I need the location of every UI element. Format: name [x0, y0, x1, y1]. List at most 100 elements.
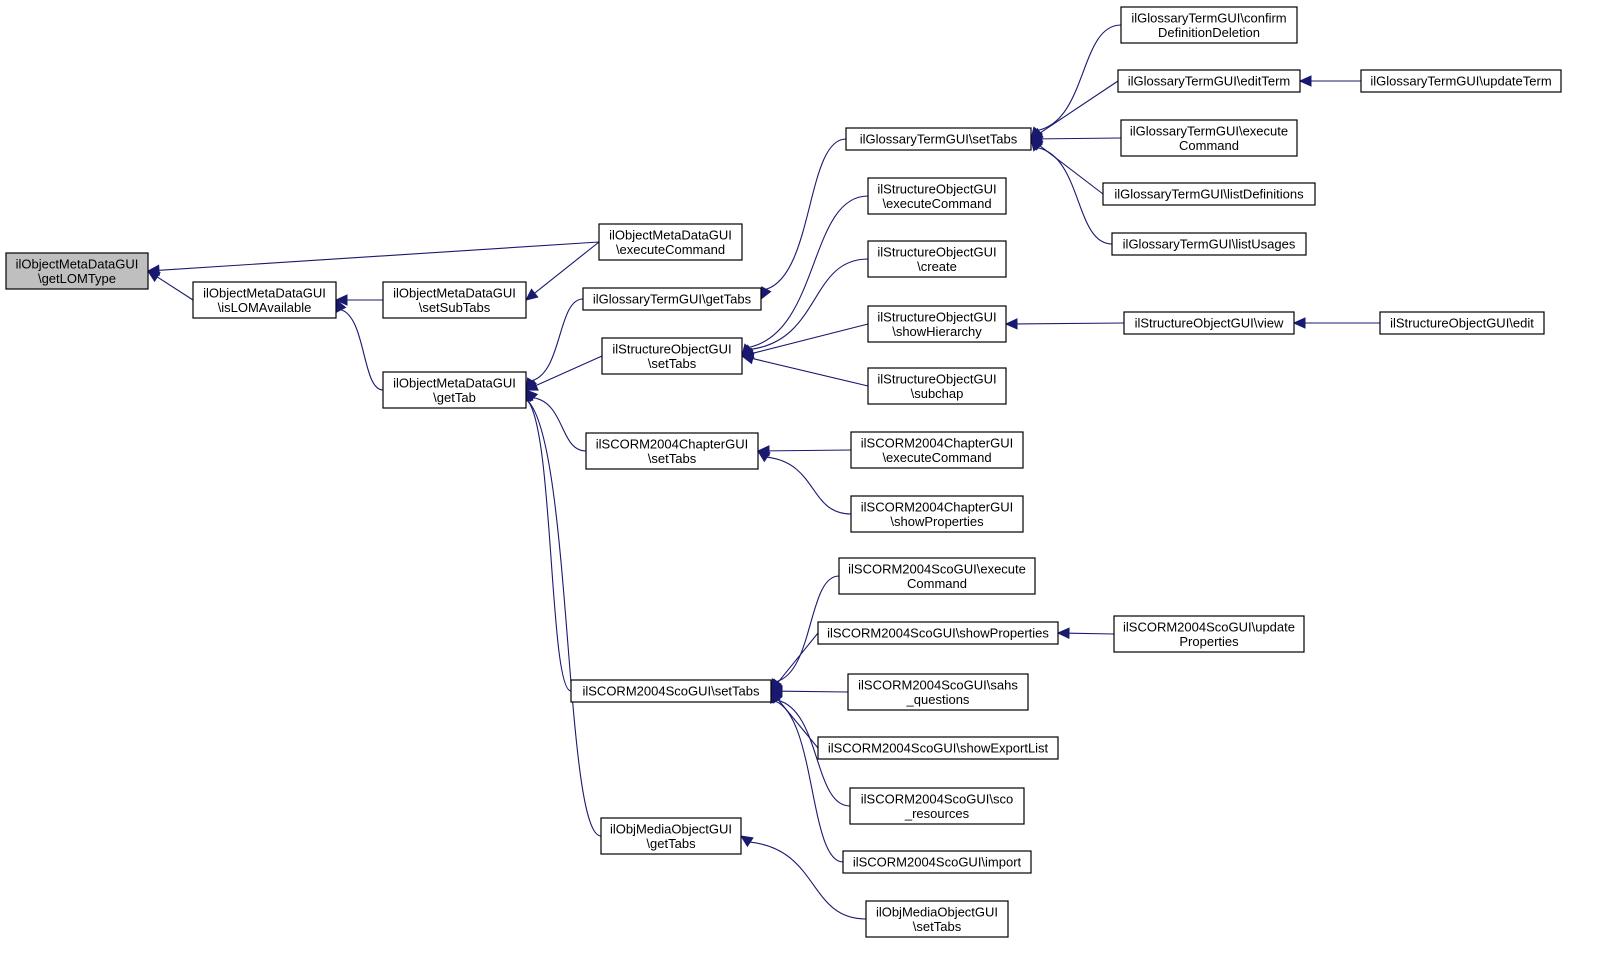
node-label: Properties: [1179, 634, 1239, 649]
node-box: [585, 432, 759, 470]
node-label: ilStructureObjectGUI: [877, 181, 996, 196]
edge-line: [527, 400, 572, 692]
node-sco-execute-command[interactable]: ilSCORM2004ScoGUI\executeCommand: [838, 557, 1036, 595]
edge-line: [750, 258, 869, 350]
node-label: ilStructureObjectGUI: [877, 309, 996, 324]
edge-gt-edit-term-to-gt-set-tabs: [1029, 80, 1119, 140]
edge-line: [1037, 147, 1113, 245]
node-label: ilSCORM2004ChapterGUI: [861, 435, 1013, 450]
node-box: [847, 673, 1029, 711]
node-label: \setTabs: [648, 356, 697, 371]
node-label: ilSCORM2004ScoGUI\sco: [861, 791, 1013, 806]
edge-is-lomavailable-to-get-lomtype: [146, 270, 194, 301]
node-label: \isLOMAvailable: [218, 300, 312, 315]
edge-so-show-hierarchy-to-so-set-tabs: [740, 323, 869, 359]
node-box: [850, 495, 1024, 533]
node-label: \getTabs: [646, 836, 696, 851]
node-sco-show-export-list[interactable]: ilSCORM2004ScoGUI\showExportList: [817, 736, 1059, 760]
node-label: ilGlossaryTermGUI\execute: [1130, 123, 1288, 138]
edge-line: [768, 449, 852, 452]
node-label: \setSubTabs: [419, 300, 491, 315]
node-gt-edit-term[interactable]: ilGlossaryTermGUI\editTerm: [1117, 69, 1301, 93]
node-sco-show-properties[interactable]: ilSCORM2004ScoGUI\showProperties: [817, 621, 1059, 645]
edge-sco-sahs-to-sco-set-tabs: [769, 685, 849, 697]
node-gt-execute-command[interactable]: ilGlossaryTermGUI\executeCommand: [1120, 119, 1298, 157]
node-mo-set-tabs[interactable]: ilObjMediaObjectGUI\setTabs: [865, 900, 1009, 938]
node-box: [1102, 182, 1316, 206]
node-set-sub-tabs[interactable]: ilObjectMetaDataGUI\setSubTabs: [382, 281, 527, 319]
node-label: ilSCORM2004ScoGUI\showExportList: [828, 741, 1049, 756]
edge-line: [752, 358, 869, 387]
node-gt-set-tabs[interactable]: ilGlossaryTermGUI\setTabs: [845, 127, 1032, 151]
node-box: [600, 817, 742, 855]
edge-gt-list-definitions-to-gt-set-tabs: [1030, 138, 1104, 195]
edge-arrowhead: [740, 353, 755, 365]
node-get-tab[interactable]: ilObjectMetaDataGUI\getTab: [382, 371, 527, 409]
edge-line: [533, 397, 587, 452]
node-label: \executeCommand: [616, 242, 725, 257]
node-box: [192, 281, 337, 319]
edge-line: [767, 456, 852, 515]
node-label: ilGlossaryTermGUI\editTerm: [1128, 74, 1291, 89]
node-box: [845, 127, 1032, 151]
node-box: [382, 281, 527, 319]
node-gt-list-usages[interactable]: ilGlossaryTermGUI\listUsages: [1111, 232, 1307, 256]
node-so-create[interactable]: ilStructureObjectGUI\create: [867, 240, 1007, 278]
node-sco-resources[interactable]: ilSCORM2004ScoGUI\sco_resources: [849, 787, 1025, 825]
edge-ch-show-properties-to-ch-set-tabs: [756, 450, 852, 515]
node-so-show-hierarchy[interactable]: ilStructureObjectGUI\showHierarchy: [867, 305, 1007, 343]
node-so-view[interactable]: ilStructureObjectGUI\view: [1123, 311, 1295, 335]
node-box: [867, 177, 1007, 215]
edge-sco-update-properties-to-sco-show-properties: [1056, 627, 1115, 639]
node-so-execute-command[interactable]: ilStructureObjectGUI\executeCommand: [867, 177, 1007, 215]
node-gt-confirm[interactable]: ilGlossaryTermGUI\confirmDefinitionDelet…: [1120, 6, 1298, 44]
edge-arrowhead: [334, 294, 348, 306]
edge-line: [534, 241, 600, 294]
edge-line: [777, 699, 851, 807]
node-mo-get-tabs[interactable]: ilObjMediaObjectGUI\getTabs: [600, 817, 742, 855]
node-gt-update-term[interactable]: ilGlossaryTermGUI\updateTerm: [1360, 69, 1562, 93]
node-so-edit[interactable]: ilStructureObjectGUI\edit: [1379, 311, 1545, 335]
node-get-lomtype[interactable]: ilObjectMetaDataGUI\getLOMType: [5, 252, 149, 290]
node-label: DefinitionDeletion: [1158, 25, 1260, 40]
node-ch-execute-command[interactable]: ilSCORM2004ChapterGUI\executeCommand: [850, 431, 1024, 469]
node-so-set-tabs[interactable]: ilStructureObjectGUI\setTabs: [601, 337, 743, 375]
edge-ch-execute-command-to-ch-set-tabs: [756, 445, 852, 457]
node-box: [1379, 311, 1545, 335]
node-label: ilStructureObjectGUI\view: [1135, 316, 1284, 331]
node-label: \setTabs: [648, 451, 697, 466]
node-is-lomavailable[interactable]: ilObjectMetaDataGUI\isLOMAvailable: [192, 281, 337, 319]
edge-line: [752, 323, 869, 354]
node-label: ilObjectMetaDataGUI: [203, 285, 326, 300]
node-label: ilSCORM2004ScoGUI\execute: [848, 561, 1026, 576]
node-ch-show-properties[interactable]: ilSCORM2004ChapterGUI\showProperties: [850, 495, 1024, 533]
node-label: ilStructureObjectGUI: [877, 371, 996, 386]
node-gt-list-definitions[interactable]: ilGlossaryTermGUI\listDefinitions: [1102, 182, 1316, 206]
edge-gt-get-tabs-to-get-tab: [525, 298, 584, 392]
node-omd-execute-command[interactable]: ilObjectMetaDataGUI\executeCommand: [598, 223, 743, 261]
node-label: ilGlossaryTermGUI\listDefinitions: [1114, 187, 1304, 202]
node-box: [5, 252, 149, 290]
node-label: ilGlossaryTermGUI\listUsages: [1123, 237, 1296, 252]
node-sco-set-tabs[interactable]: ilSCORM2004ScoGUI\setTabs: [570, 679, 772, 703]
node-box: [601, 337, 743, 375]
node-gt-get-tabs[interactable]: ilGlossaryTermGUI\getTabs: [582, 287, 762, 311]
edge-so-set-tabs-to-get-tab: [524, 355, 603, 391]
node-label: \setTabs: [913, 919, 962, 934]
edge-sco-set-tabs-to-get-tab: [521, 388, 572, 692]
node-label: ilSCORM2004ChapterGUI: [861, 499, 1013, 514]
edges-layer: [146, 24, 1380, 920]
edge-sco-show-properties-to-sco-set-tabs: [770, 632, 819, 692]
edge-line: [1037, 24, 1122, 131]
node-label: ilSCORM2004ScoGUI\setTabs: [582, 684, 760, 699]
node-sco-sahs[interactable]: ilSCORM2004ScoGUI\sahs_questions: [847, 673, 1029, 711]
node-so-subchap[interactable]: ilStructureObjectGUI\subchap: [867, 367, 1007, 405]
node-ch-set-tabs[interactable]: ilSCORM2004ChapterGUI\setTabs: [585, 432, 759, 470]
edge-line: [750, 841, 867, 920]
edge-arrowhead: [525, 288, 539, 301]
node-label: \executeCommand: [882, 196, 991, 211]
node-box: [850, 431, 1024, 469]
edge-omd-execute-command-to-get-lomtype: [146, 241, 600, 277]
node-sco-import[interactable]: ilSCORM2004ScoGUI\import: [842, 850, 1032, 874]
